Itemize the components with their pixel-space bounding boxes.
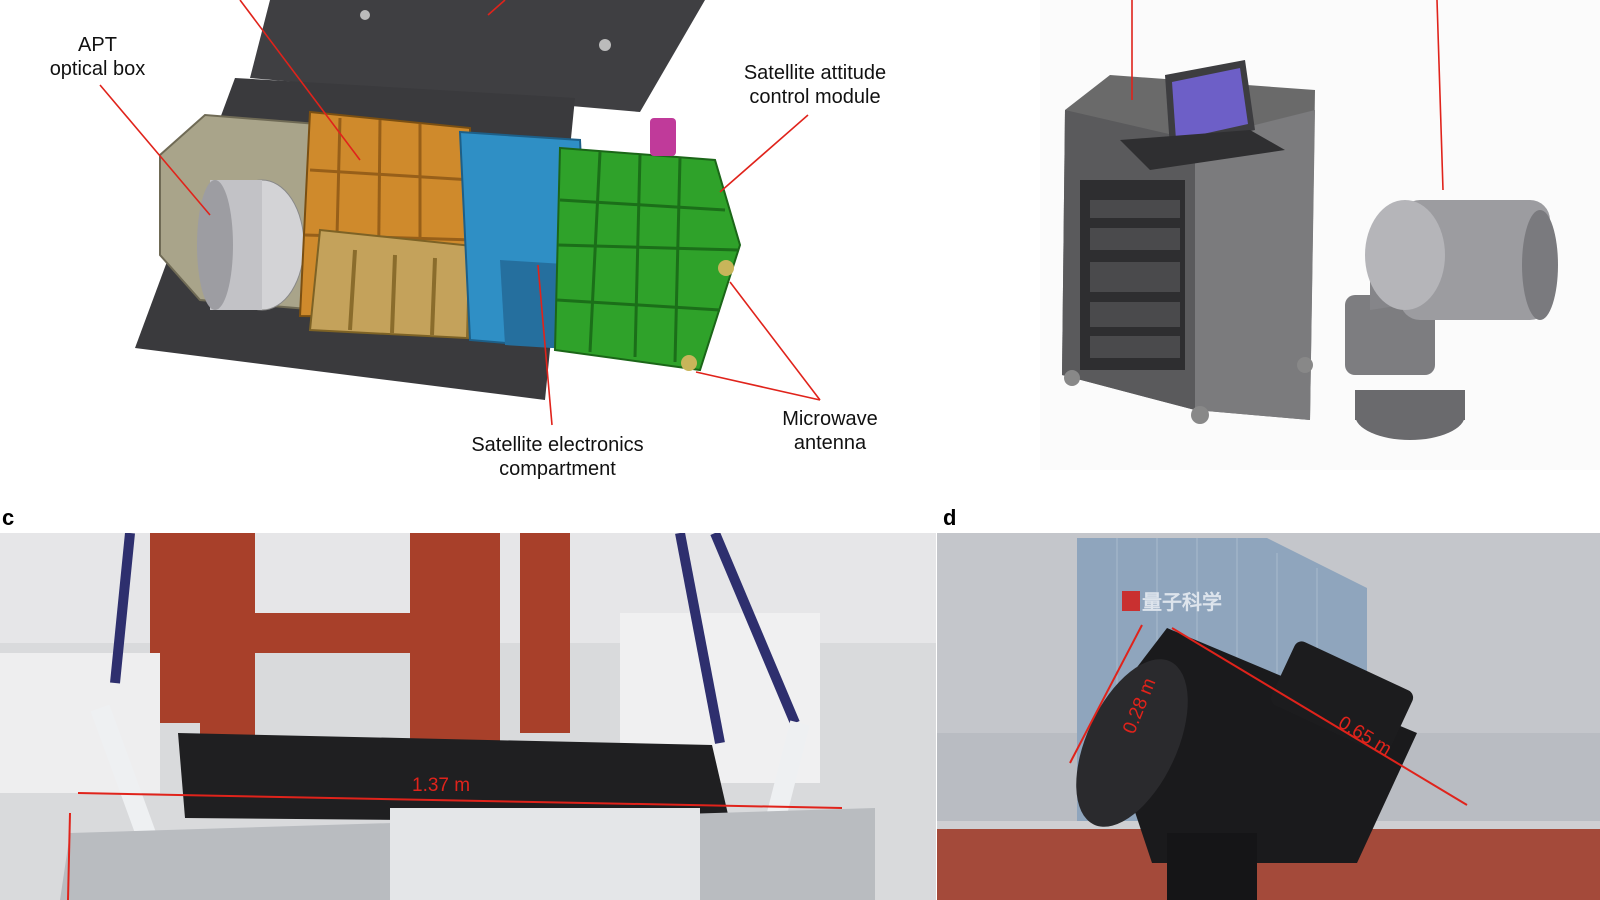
label-electronics-line2: compartment	[499, 458, 616, 480]
satellite-hangar-photo: 1.37 m	[0, 533, 936, 900]
label-microwave-line2: antenna	[793, 432, 867, 454]
satellite-cad-illustration	[99, 0, 821, 426]
top-panel-plate	[250, 0, 705, 112]
panel-c-letter: c	[2, 505, 15, 530]
label-apt-optical-box: APT optical box	[40, 33, 155, 81]
telescope-rooftop-photo: 量子科学 0.28 m 0.65 m	[937, 533, 1600, 900]
telescope	[1076, 628, 1417, 900]
label-electronics-line1: Satellite electronics	[471, 434, 644, 456]
label-attitude-control-module: Satellite attitude control module	[725, 61, 905, 109]
label-microwave-antenna: Microwave antenna	[770, 407, 890, 455]
label-apt-line1: APT	[78, 34, 117, 56]
ground-station-illustration	[1040, 0, 1600, 470]
panel-d-telescope-photo: 量子科学 0.28 m 0.65 m	[937, 533, 1600, 900]
microwave-antenna-bottom	[681, 355, 697, 371]
panel-c-satellite-photo: 1.37 m	[0, 533, 936, 900]
panel-b-ground-station	[1040, 0, 1600, 470]
building-sign-text: 量子科学	[1142, 590, 1222, 614]
attitude-control-module	[553, 146, 742, 372]
ground-telescope	[1345, 200, 1558, 440]
measurement-1-37m: 1.37 m	[412, 775, 470, 796]
microwave-antenna-top	[718, 260, 734, 276]
label-microwave-line1: Microwave	[782, 408, 878, 430]
label-attitude-line1: Satellite attitude	[743, 62, 887, 84]
label-attitude-line2: control module	[749, 86, 881, 108]
label-apt-line2: optical box	[49, 58, 146, 80]
panel-d-letter: d	[943, 505, 957, 530]
satellite-payload	[178, 733, 730, 823]
label-electronics-compartment: Satellite electronics compartment	[455, 433, 660, 481]
panel-a-satellite-cad: APT optical box Satellite attitude contr…	[0, 0, 940, 500]
